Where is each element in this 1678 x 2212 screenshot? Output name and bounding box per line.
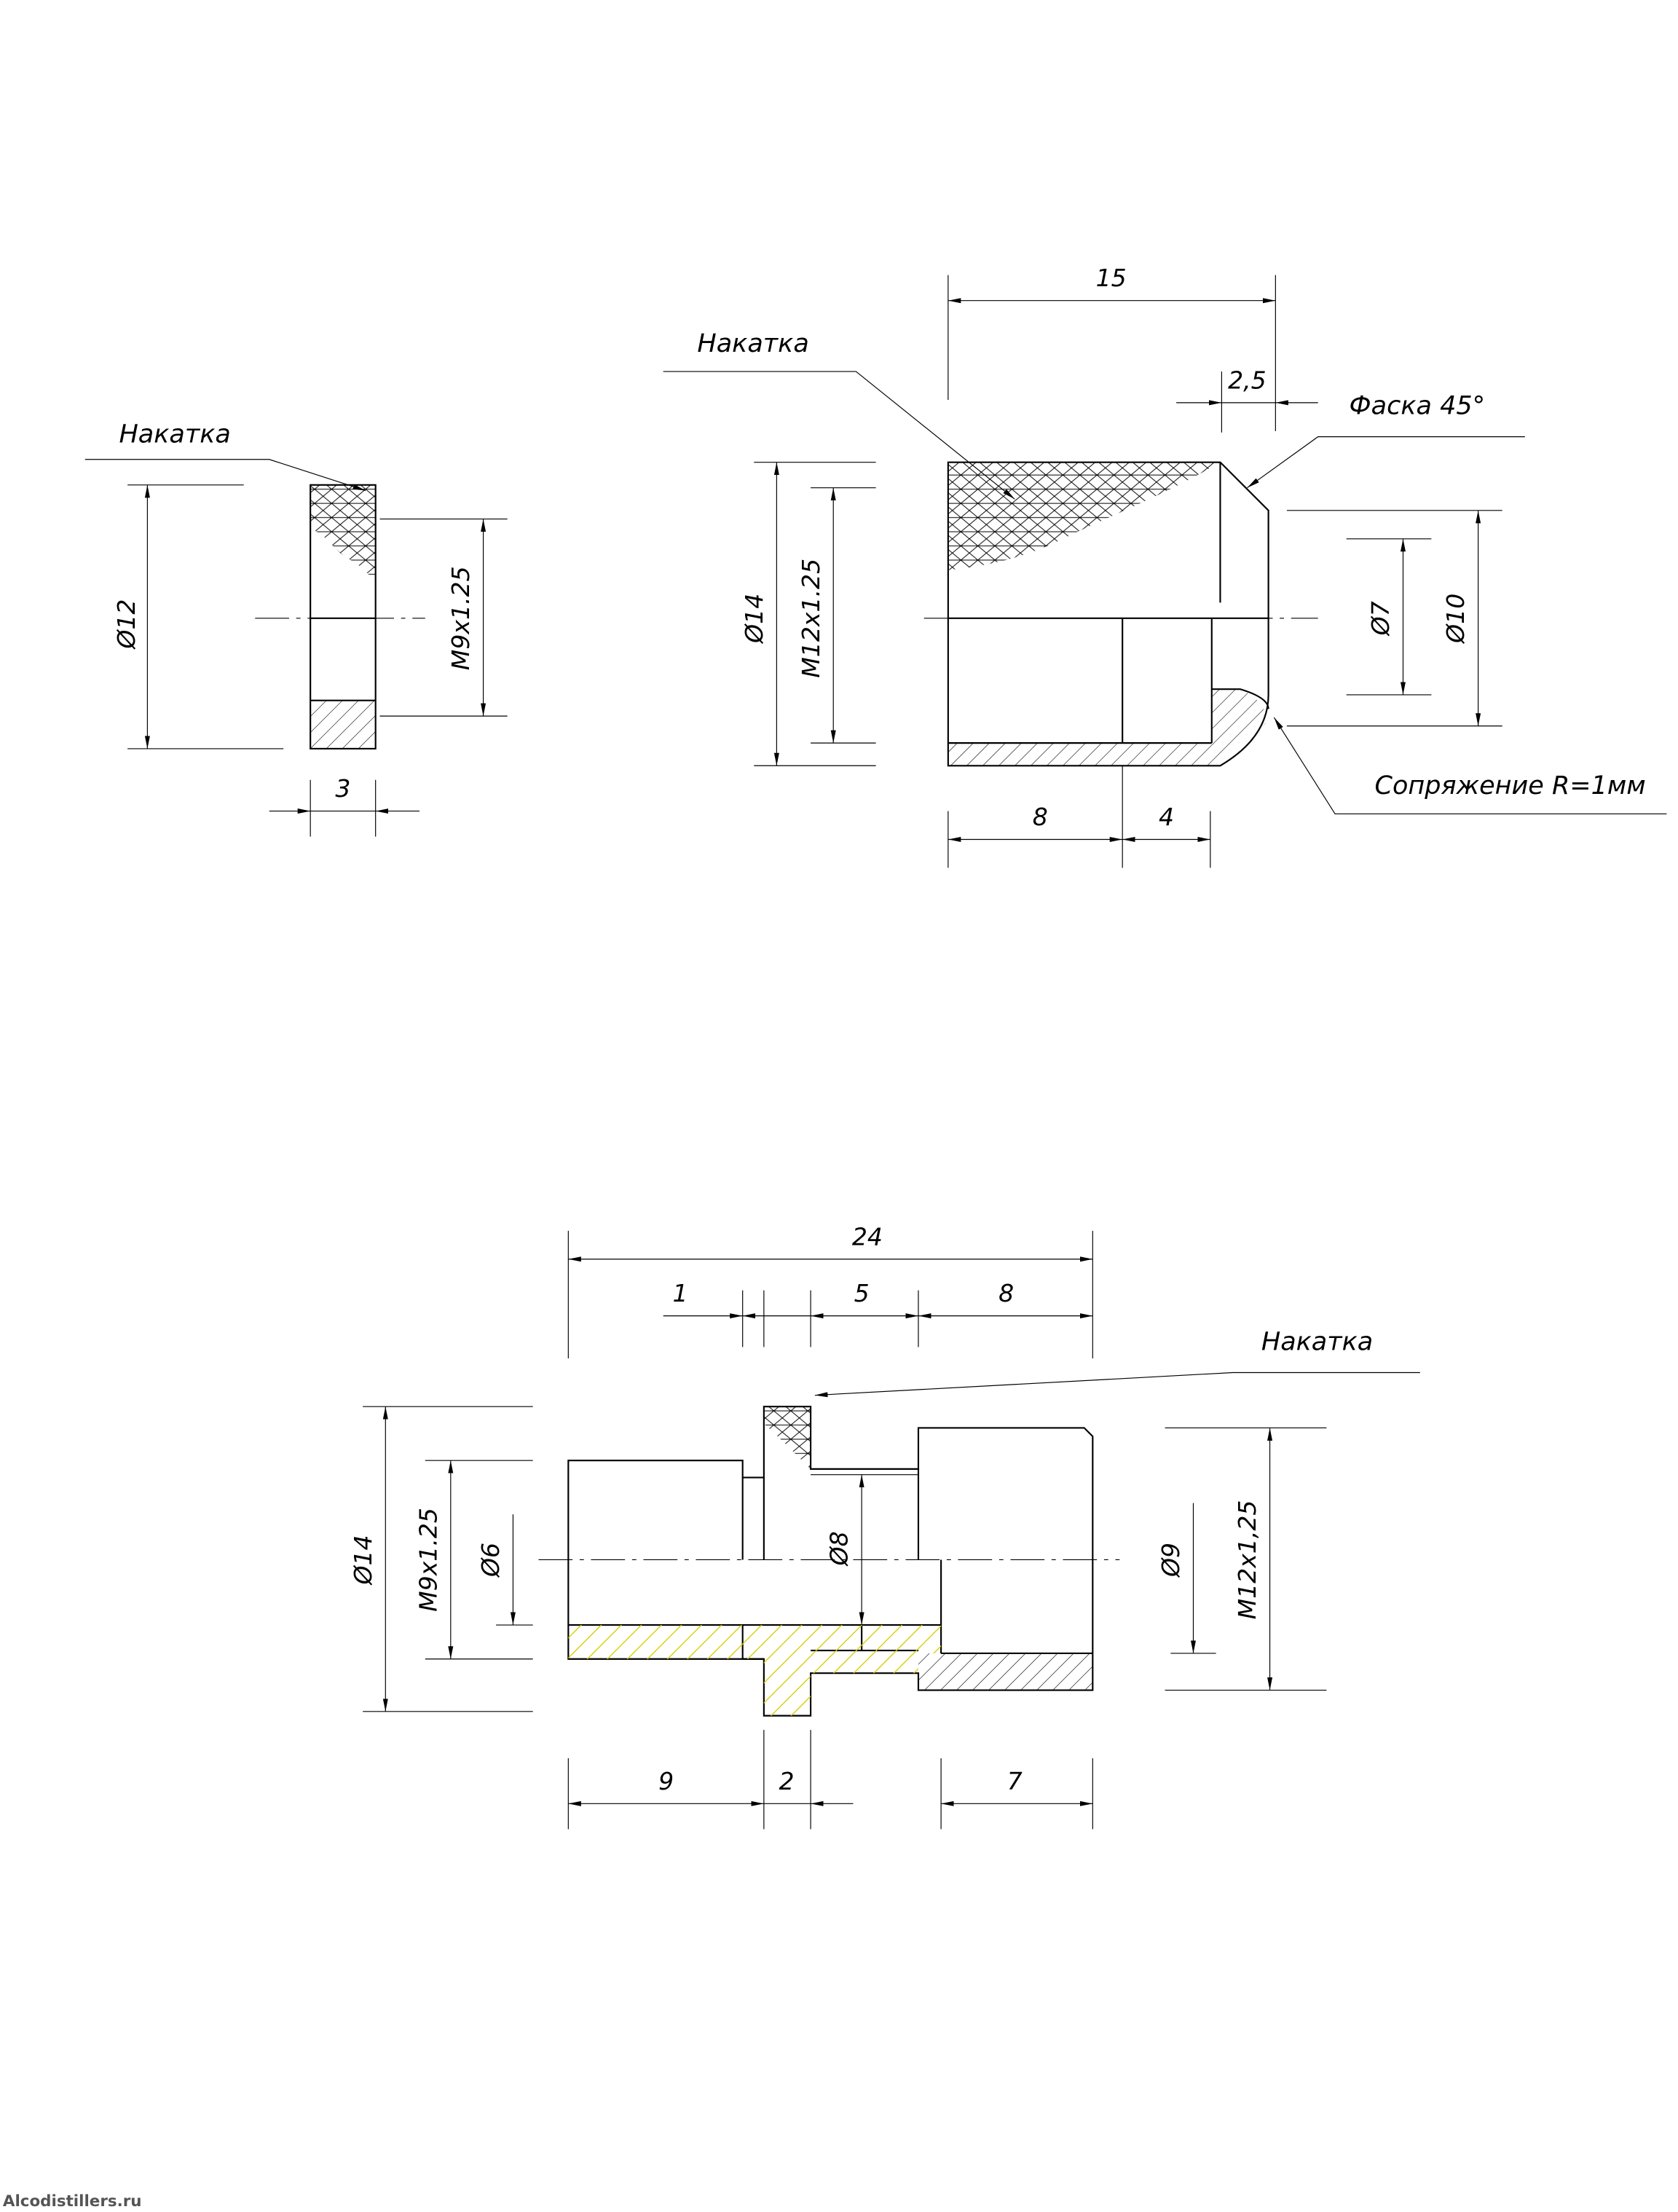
part1-dia-label: Ø12 (112, 599, 141, 650)
part3-thread-right-label: M12x1,25 (1233, 1500, 1261, 1620)
part1-width-label: 3 (335, 774, 350, 803)
part3-knurl-note: Накатка (1261, 1326, 1373, 1356)
part2-knurl-leader (663, 371, 1015, 500)
part2-knurl-note: Накатка (697, 328, 808, 358)
part2-chamfer-dim-label: 2,5 (1228, 366, 1267, 394)
part1-knurl-note: Накатка (119, 419, 230, 449)
part3-section-hatch-collar (742, 1625, 942, 1716)
watermark-text: Alcodistillers.ru (3, 2192, 142, 2211)
part3-mid-label: Ø8 (825, 1531, 854, 1567)
part3-dia-label: Ø14 (349, 1535, 377, 1586)
part1-ring: Накатка Ø12 M9x1.25 3 (84, 419, 508, 837)
part3-length-label: 24 (852, 1222, 883, 1251)
part2-dia-label: Ø14 (740, 594, 768, 645)
part3-bore-right-label: Ø9 (1157, 1543, 1185, 1578)
part3-section-hatch-left (568, 1625, 743, 1659)
part3-len2-label: 2 (779, 1767, 794, 1795)
part3-knurl-leader (814, 1371, 1420, 1398)
part2-length-label: 15 (1096, 264, 1127, 292)
part2-thread-label: M12x1.25 (797, 559, 825, 678)
part3-section-hatch-right (918, 1653, 1093, 1691)
part2-chamfer-note: Фаска 45° (1350, 390, 1486, 420)
part3-fitting: Накатка 24 1 5 8 Ø14 M9x1.25 Ø6 (349, 1222, 1420, 1830)
part3-thread-left-label: M9x1.25 (414, 1508, 442, 1612)
part2-len8-label: 8 (1033, 803, 1048, 831)
part2-fillet-note: Сопряжение R=1мм (1375, 771, 1646, 800)
part3-len5-label: 5 (854, 1279, 870, 1307)
part3-bore-left-label: Ø6 (476, 1543, 505, 1578)
part3-len9-label: 9 (658, 1767, 674, 1795)
part3-len1-label: 1 (673, 1279, 688, 1307)
part1-section-hatch (310, 700, 376, 749)
part2-body (947, 461, 1269, 767)
part2-chamfer-leader (1247, 436, 1525, 489)
part2-hole-label: Ø7 (1366, 601, 1395, 637)
part2-section-hatch (948, 743, 1212, 766)
part2-fillet-leader (1273, 717, 1667, 815)
part3-knurl-area (763, 1406, 811, 1469)
part3-len7-label: 7 (1007, 1767, 1023, 1795)
part2-knurl-area (948, 462, 1221, 570)
part1-thread-label: M9x1.25 (446, 566, 475, 670)
part2-face-label: Ø10 (1441, 594, 1470, 645)
part1-knurl-leader (84, 459, 366, 492)
part1-knurl-area (310, 484, 376, 582)
part2-nut: 15 2,5 Фаска 45° Накатка Сопряжение R=1м… (663, 264, 1667, 868)
part3-len8-label: 8 (998, 1279, 1014, 1307)
part2-len4-label: 4 (1159, 803, 1174, 831)
